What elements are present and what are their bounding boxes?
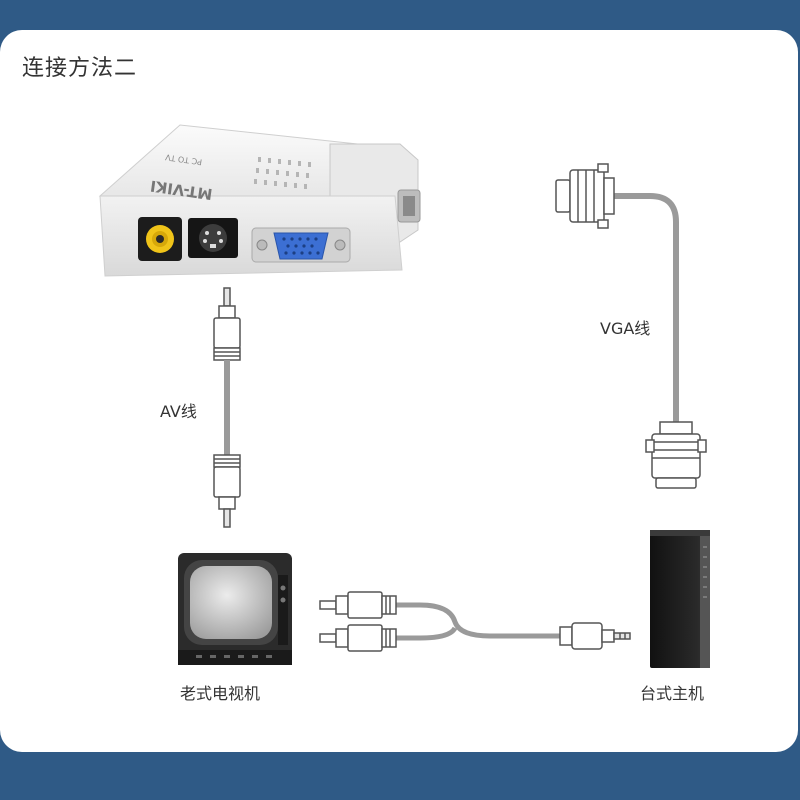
av-cable-label: AV线 [160, 402, 197, 421]
vga-plug-top [555, 163, 615, 229]
connection-diagram: MT-VIKI PC TO TV [98, 124, 710, 668]
vga-cable-label: VGA线 [600, 319, 651, 338]
vent-holes [254, 157, 311, 189]
rca-port [138, 217, 182, 261]
vga-cable [555, 163, 707, 489]
s-video-port [188, 218, 238, 258]
old-tv [178, 553, 292, 665]
old-tv-label: 老式电视机 [180, 684, 261, 703]
vga-plug-bottom [645, 421, 707, 489]
converter-box: MT-VIKI PC TO TV [98, 124, 421, 277]
desktop-pc [650, 530, 710, 668]
desktop-pc-label: 台式主机 [640, 684, 705, 703]
audio-y-cable [319, 591, 631, 652]
page-title: 连接方法二 [22, 56, 138, 81]
vga-port [251, 227, 351, 263]
av-cable [213, 287, 241, 528]
diagram-card: 连接方法二 [0, 30, 798, 752]
